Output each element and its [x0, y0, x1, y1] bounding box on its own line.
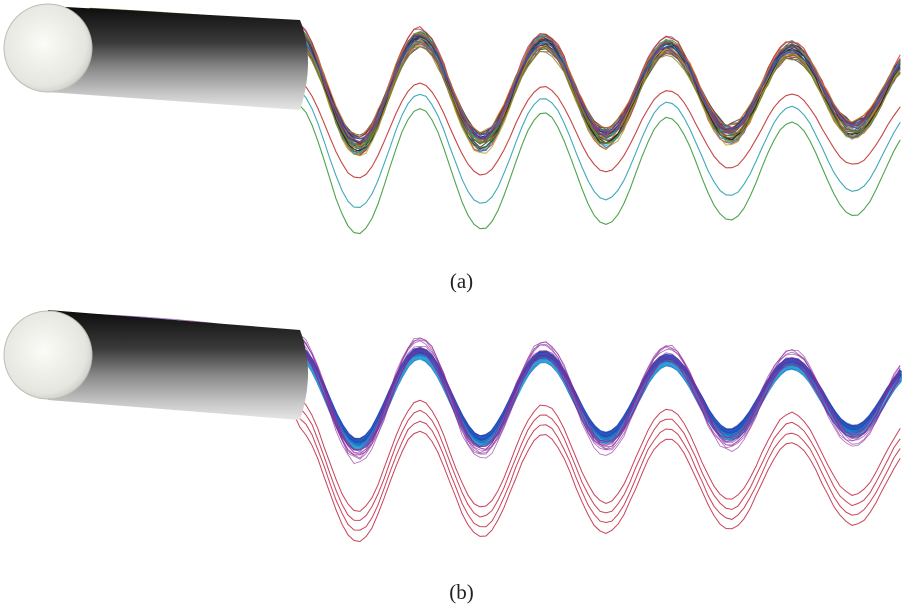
streamline-outlier: [94, 320, 901, 521]
panel-a: [3, 3, 901, 235]
streamline: [89, 9, 901, 155]
streamline-accent: [94, 320, 901, 456]
streamline-outlier: [89, 25, 901, 179]
streamline-accent: [94, 320, 901, 454]
streamline-outlier: [94, 317, 901, 512]
streamline-outlier: [89, 17, 901, 208]
streamline-outlier: [94, 326, 901, 543]
caption-a: (a): [449, 269, 474, 293]
streamline: [93, 316, 902, 450]
streamline: [89, 9, 901, 145]
streamlines-a: [89, 7, 901, 235]
streamline-accent: [94, 321, 901, 460]
streamline: [89, 9, 901, 140]
streamline-outlier: [94, 323, 901, 531]
streamline-outlier: [89, 21, 901, 235]
streamline-accent: [94, 313, 901, 451]
streamline: [89, 7, 901, 148]
cylinder-a: [3, 3, 308, 110]
caption-b: (b): [449, 580, 474, 604]
streamline-accent: [94, 319, 901, 450]
cylinder-b: [3, 310, 308, 420]
streamlines-b: [93, 313, 902, 543]
streamline-accent: [94, 315, 901, 455]
streamline: [89, 18, 901, 144]
streamline: [89, 13, 901, 146]
panel-b: [3, 310, 902, 543]
